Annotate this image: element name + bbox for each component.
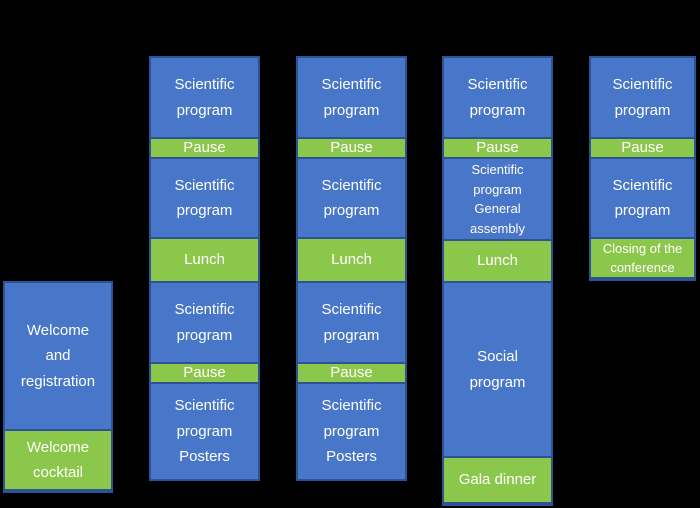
block-pause: Pause (444, 137, 551, 159)
column-day-3: Scientific program Pause Scientific prog… (442, 56, 553, 506)
block-label: Scientific program (174, 301, 235, 344)
block-label: Scientific program (174, 176, 235, 220)
column-welcome-day: Welcome and registration Welcome cocktai… (3, 281, 113, 493)
block-scientific-program-posters: Scientific program Posters (151, 384, 258, 479)
block-welcome-cocktail: Welcome cocktail (5, 429, 111, 491)
block-label: Social program (469, 348, 526, 391)
block-scientific-program: Scientific program (444, 58, 551, 137)
block-label: Welcome and registration (20, 321, 96, 390)
block-pause: Pause (591, 137, 694, 159)
block-label: Scientific program Posters (321, 397, 382, 466)
block-pause: Pause (298, 137, 405, 159)
block-scientific-program: Scientific program (151, 283, 258, 362)
block-closing-of-conference: Closing of the conference (591, 237, 694, 279)
block-pause: Pause (298, 362, 405, 384)
block-label: Scientific program (612, 176, 673, 220)
block-pause: Pause (151, 137, 258, 159)
block-label: Pause (330, 139, 373, 157)
block-label: Closing of the conference (602, 240, 683, 276)
block-scientific-program: Scientific program (151, 58, 258, 137)
block-lunch: Lunch (444, 239, 551, 283)
block-label: Lunch (331, 251, 372, 269)
block-label: Scientific program (321, 301, 382, 344)
block-label: Lunch (184, 251, 225, 269)
block-label: Gala dinner (458, 471, 537, 489)
block-lunch: Lunch (298, 237, 405, 283)
block-scientific-program-general-assembly: Scientific program General assembly (444, 159, 551, 239)
block-label: Pause (621, 139, 664, 157)
block-label: Lunch (477, 252, 518, 270)
block-scientific-program: Scientific program (591, 159, 694, 237)
block-gala-dinner: Gala dinner (444, 456, 551, 504)
block-scientific-program-posters: Scientific program Posters (298, 384, 405, 479)
column-day-2: Scientific program Pause Scientific prog… (296, 56, 407, 481)
block-scientific-program: Scientific program (298, 58, 405, 137)
block-label: Scientific program General assembly (470, 162, 525, 236)
block-label: Scientific program Posters (174, 397, 235, 466)
block-label: Pause (183, 364, 226, 382)
block-label: Scientific program (321, 76, 382, 119)
column-day-4: Scientific program Pause Scientific prog… (589, 56, 696, 281)
block-label: Scientific program (321, 176, 382, 220)
block-label: Pause (330, 364, 373, 382)
column-day-1: Scientific program Pause Scientific prog… (149, 56, 260, 481)
block-welcome-registration: Welcome and registration (5, 283, 111, 429)
block-label: Pause (183, 139, 226, 157)
block-lunch: Lunch (151, 237, 258, 283)
block-pause: Pause (151, 362, 258, 384)
block-label: Scientific program (174, 76, 235, 119)
block-label: Scientific program (612, 76, 673, 119)
block-social-program: Social program (444, 283, 551, 456)
block-label: Welcome cocktail (26, 438, 90, 482)
block-scientific-program: Scientific program (298, 159, 405, 237)
block-scientific-program: Scientific program (151, 159, 258, 237)
block-label: Pause (476, 139, 519, 157)
block-label: Scientific program (467, 76, 528, 119)
block-scientific-program: Scientific program (298, 283, 405, 362)
block-scientific-program: Scientific program (591, 58, 694, 137)
